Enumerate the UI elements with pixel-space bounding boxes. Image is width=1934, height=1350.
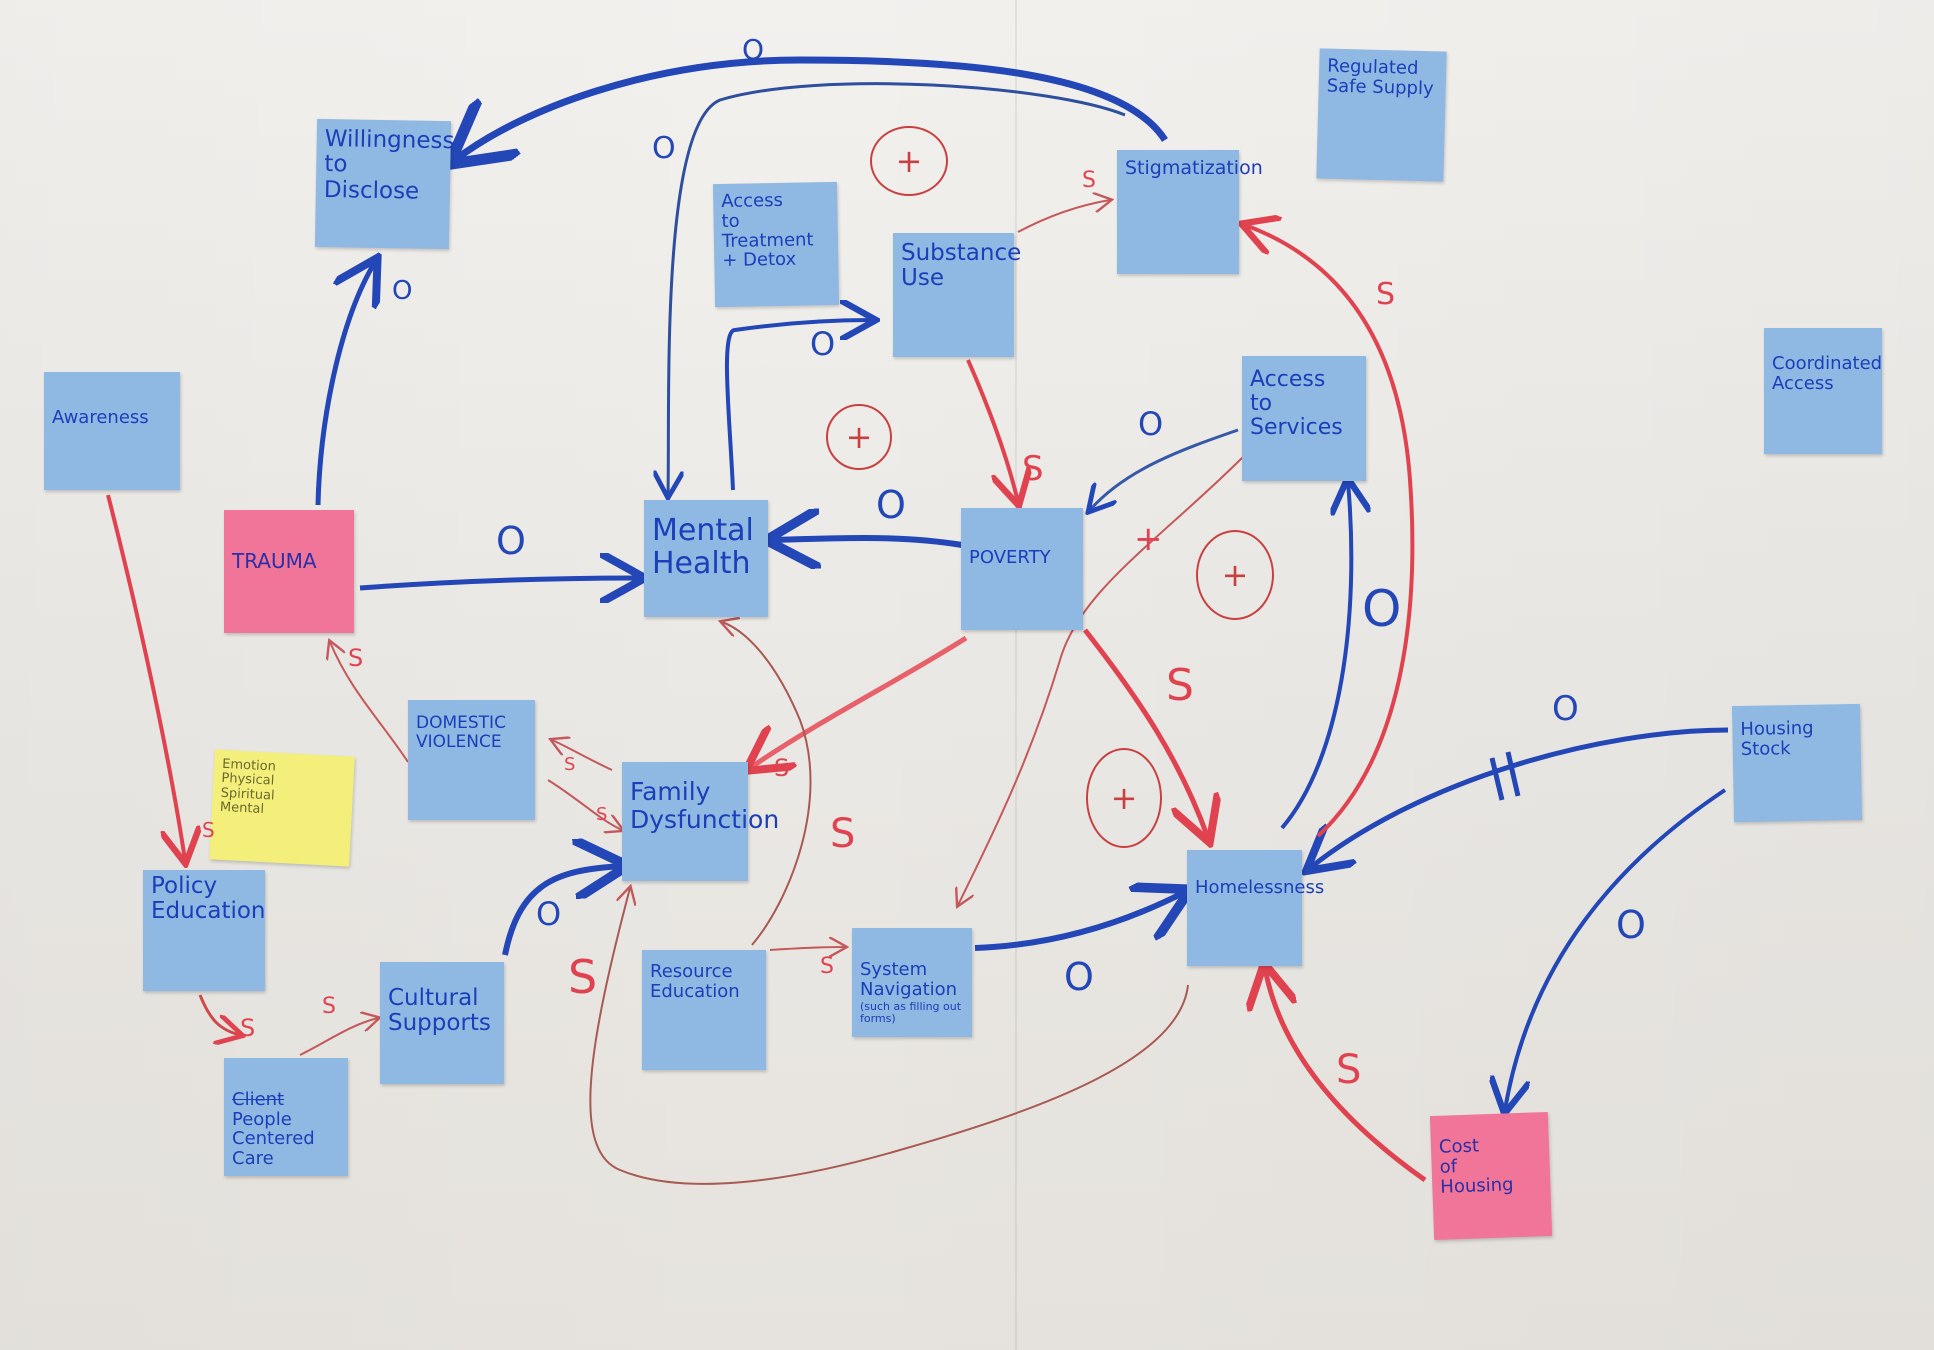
link-awareness-policy (106, 494, 185, 860)
note-domestic-violence: DOMESTIC VIOLENCE (408, 700, 535, 820)
ann-s-awareness-policy: S (202, 818, 215, 842)
ann-o-stock-homeless: O (1552, 689, 1579, 729)
loop-polarity-2: + (826, 404, 892, 470)
note-cultural-supports: Cultural Supports (380, 962, 504, 1084)
link-poverty-mentalhealth (772, 538, 963, 545)
ann-o-stock-cost: O (1616, 903, 1646, 947)
ann-o-trauma-mentalhealth: O (496, 519, 526, 563)
ann-s-substance-stig: S (1082, 168, 1096, 193)
link-res-sys (769, 947, 845, 950)
system-navigation-label: System Navigation (860, 958, 958, 1000)
link-cost-homeless (1265, 968, 1427, 1183)
ann-o-willingness: O (392, 276, 413, 306)
ann-s-poverty-family: S (774, 754, 790, 782)
ann-o-homeless-access: O (1362, 580, 1402, 638)
link-homeless-access (1280, 482, 1351, 830)
ann-o-sysnav-homeless: O (1064, 955, 1094, 999)
note-housing-stock: Housing Stock (1731, 703, 1863, 823)
note-mental-health: Mental Health (644, 500, 768, 617)
board-seam (1015, 0, 1017, 1350)
ann-s-dv-family2: S (596, 804, 608, 825)
note-awareness: Awareness (44, 372, 180, 490)
ann-o-mentalhealth-substance: O (810, 325, 836, 363)
link-stock-cost (1505, 788, 1727, 1110)
link-delay-mark1 (1489, 757, 1505, 801)
link-policy-care (198, 994, 240, 1035)
note-coordinated-access: Coordinated Access (1764, 328, 1882, 454)
link-trauma-willingness (315, 262, 375, 506)
note-policy-education: Policy Education (143, 870, 266, 991)
link-care-cultural (299, 1018, 378, 1056)
ann-o-cultural-family: O (536, 895, 562, 933)
link-dv-trauma (330, 642, 409, 763)
people-centered-care-struck: Client (232, 1088, 285, 1110)
ann-s-homeless-stig: S (1376, 277, 1396, 312)
link-res-mh (722, 622, 812, 946)
ann-s-substance-poverty: S (1022, 449, 1044, 489)
note-system-navigation: System Navigation (such as filling out f… (852, 928, 972, 1037)
note-stigmatization: Stigmatization (1117, 150, 1263, 274)
ann-s-care-cultural: S (322, 994, 336, 1019)
note-substance-use: Substance Use (893, 233, 1021, 357)
system-navigation-subtext: (such as filling out forms) (860, 1000, 962, 1026)
ann-s-cost-homeless: S (1336, 1047, 1362, 1093)
ann-s-dv-family: S (564, 754, 576, 775)
link-poverty-family (750, 635, 968, 768)
link-stig-willingness (455, 56, 1168, 160)
ann-s-resource-sysnav: S (820, 954, 834, 979)
loop-polarity-1: + (870, 126, 948, 196)
note-people-centered-care: Client People Centered Care (224, 1058, 348, 1176)
link-substance-stig (1017, 200, 1110, 233)
ann-o-top: O (742, 33, 765, 66)
note-homelessness: Homelessness (1187, 850, 1324, 966)
link-substance-poverty (966, 359, 1018, 502)
link-sysnav-homeless (974, 892, 1185, 951)
link-stock-homeless (1310, 727, 1729, 868)
ann-plus-access-sysnav: + (1134, 519, 1163, 559)
ann-s-resource-family: S (568, 950, 598, 1004)
link-trauma-mentalhealth (359, 578, 640, 588)
ann-s-policy-care: S (240, 1014, 256, 1042)
link-access-sysnav (958, 454, 1246, 905)
ann-o-access-poverty: O (1138, 405, 1164, 443)
link-dv-family2 (552, 740, 613, 771)
ann-o-mentalhealth-left: O (652, 131, 676, 166)
link-cultural-family (502, 866, 622, 956)
loop-polarity-3: + (1196, 530, 1274, 620)
note-regulated-safe-supply: Regulated Safe Supply (1316, 48, 1447, 182)
link-access-poverty (1090, 428, 1239, 510)
loop-polarity-4: + (1086, 748, 1162, 848)
note-resource-education: Resource Education (642, 950, 766, 1070)
ann-o-poverty-mentalhealth: O (876, 483, 906, 527)
note-family-dysfunction: Family Dysfunction (622, 762, 779, 881)
ann-s-dv-trauma: S (348, 644, 364, 672)
link-stig-mentalhealth (668, 82, 1126, 495)
note-trauma: TRAUMA (224, 510, 354, 633)
link-homeless-family-loop (589, 888, 1189, 1185)
link-mentalhealth-substance (724, 320, 872, 491)
link-delay-mark2 (1505, 751, 1521, 797)
link-dv-family (547, 779, 622, 830)
note-access-to-treatment: Access to Treatment + Detox (712, 181, 840, 308)
note-access-to-services: Access to Services (1242, 356, 1366, 481)
ann-s-resource-mentalhealth: S (830, 811, 856, 857)
note-emotion-physical-spiritual-mental: Emotion Physical Spiritual Mental (209, 749, 355, 867)
link-poverty-homeless (1083, 628, 1208, 838)
ann-s-poverty-homeless: S (1166, 660, 1194, 711)
note-willingness-to-disclose: Willingness to Disclose (314, 118, 455, 250)
note-cost-of-housing: Cost of Housing (1429, 1111, 1553, 1241)
link-homeless-stig (1245, 225, 1415, 838)
people-centered-care-label: People Centered Care (232, 1108, 315, 1170)
note-poverty: POVERTY (961, 508, 1083, 630)
